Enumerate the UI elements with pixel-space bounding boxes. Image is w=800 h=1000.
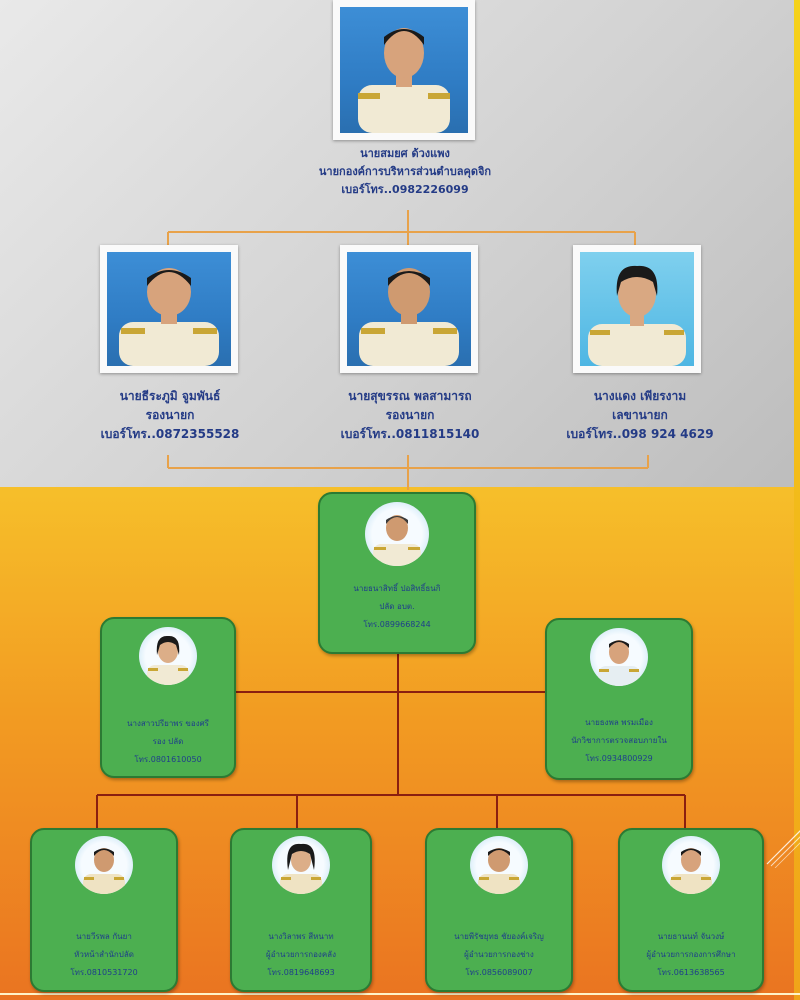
staff-head-title: ปลัด อบต. [379,602,415,611]
deputy2-caption: นายสุขรรณ พลสามารถ รองนายก เบอร์โทร..081… [300,390,520,440]
secretary-photo [573,245,701,373]
top-executive-title: นายกองค์การบริหารส่วนตำบลคุดจิก [318,165,492,178]
person-silhouette-icon [119,268,219,366]
person-silhouette-icon [670,848,712,894]
staff-head-text: นายธนาสิทธิ์ ปอสิทธิ์ธนกิ ปลัด อบต. โทร.… [320,580,474,634]
top-executive-phone: เบอร์โทร..0982226099 [341,183,469,196]
auditor-card: นายธงพล พรมเมือง นักวิชาการตรวจสอบภายใน … [545,618,693,780]
photo-background [107,252,231,366]
person-silhouette-icon [478,848,520,894]
deputy2-title: รองนายก [385,408,435,422]
executive-connectors [167,210,649,490]
public-works-director-title: ผู้อำนวยการกองช่าง [464,950,534,959]
deputy1-name: นายธีระภูมิ จูมพันธ์ [119,389,221,403]
secretary-title: เลขานายก [612,408,668,422]
deputy2-photo [340,245,478,373]
deputy-clerk-phone: โทร.0801610050 [134,755,202,764]
finance-director-avatar [272,836,330,894]
deputy1-phone: เบอร์โทร..0872355528 [100,427,240,441]
deputy-clerk-avatar [139,627,197,685]
deputy-clerk-title: รอง ปลัด [152,737,184,746]
auditor-phone: โทร.0934800929 [585,754,653,763]
person-silhouette-icon [598,640,640,686]
person-silhouette-icon [373,515,421,566]
deputy-clerk-card: นางสาวปรียาพร ของศรี รอง ปลัด โทร.080161… [100,617,236,778]
person-silhouette-icon [83,848,125,894]
office-head-title: หัวหน้าสำนักปลัด [74,950,134,959]
person-silhouette-icon [588,265,686,366]
finance-director-text: นางวิลาพร สีหนาท ผู้อำนวยการกองคลัง โทร.… [232,928,370,982]
auditor-text: นายธงพล พรมเมือง นักวิชาการตรวจสอบภายใน … [547,714,691,768]
public-works-director-text: นายพีรัชยุทธ ชัยองค์เจริญ ผู้อำนวยการกอง… [427,928,571,982]
office-head-text: นายวีรพล กันยา หัวหน้าสำนักปลัด โทร.0810… [32,928,176,982]
secretary-phone: เบอร์โทร..098 924 4629 [566,427,714,441]
finance-director-title: ผู้อำนวยการกองคลัง [266,950,336,959]
top-executive-photo [333,0,475,140]
person-silhouette-icon [147,635,189,685]
staff-head-phone: โทร.0899668244 [363,620,431,629]
office-head-phone: โทร.0810531720 [70,968,138,977]
top-executive-caption: นายสมยศ ด้วงแพง นายกองค์การบริหารส่วนตำบ… [250,148,560,195]
auditor-name: นายธงพล พรมเมือง [585,718,653,727]
public-works-director-card: นายพีรัชยุทธ ชัยองค์เจริญ ผู้อำนวยการกอง… [425,828,573,992]
staff-connectors [96,652,686,828]
office-head-avatar [75,836,133,894]
public-works-director-avatar [470,836,528,894]
deputy2-phone: เบอร์โทร..0811815140 [340,427,480,441]
deputy1-photo [100,245,238,373]
education-director-name: นายธานนท์ จันวงษ์ [657,932,725,941]
education-director-title: ผู้อำนวยการกองการศึกษา [646,950,736,959]
finance-director-name: นางวิลาพร สีหนาท [268,932,334,941]
auditor-avatar [590,628,648,686]
education-director-text: นายธานนท์ จันวงษ์ ผู้อำนวยการกองการศึกษา… [620,928,762,982]
deputy-clerk-text: นางสาวปรียาพร ของศรี รอง ปลัด โทร.080161… [102,715,234,769]
education-director-avatar [662,836,720,894]
photo-background [580,252,694,366]
public-works-director-name: นายพีรัชยุทธ ชัยองค์เจริญ [454,932,544,941]
office-head-name: นายวีรพล กันยา [76,932,132,941]
deputy1-caption: นายธีระภูมิ จูมพันธ์ รองนายก เบอร์โทร..0… [60,390,280,440]
public-works-director-phone: โทร.0856089007 [465,968,533,977]
auditor-title: นักวิชาการตรวจสอบภายใน [571,736,667,745]
education-director-phone: โทร.0613638565 [657,968,725,977]
photo-background [340,7,468,133]
secretary-caption: นางแดง เพียรงาม เลขานายก เบอร์โทร..098 9… [535,390,745,440]
deputy-clerk-name: นางสาวปรียาพร ของศรี [127,719,209,728]
staff-head-avatar [365,502,429,566]
person-silhouette-icon [280,843,322,894]
person-silhouette-icon [358,28,450,133]
top-executive-name: นายสมยศ ด้วงแพง [360,147,450,160]
deputy2-name: นายสุขรรณ พลสามารถ [348,389,472,403]
office-head-card: นายวีรพล กันยา หัวหน้าสำนักปลัด โทร.0810… [30,828,178,992]
staff-head-name: นายธนาสิทธิ์ ปอสิทธิ์ธนกิ [353,584,441,593]
finance-director-phone: โทร.0819648693 [267,968,335,977]
right-edge-stripe [794,0,800,1000]
education-director-card: นายธานนท์ จันวงษ์ ผู้อำนวยการกองการศึกษา… [618,828,764,992]
secretary-name: นางแดง เพียรงาม [593,389,687,403]
bottom-divider [0,993,800,995]
person-silhouette-icon [359,268,459,366]
deputy1-title: รองนายก [145,408,195,422]
finance-director-card: นางวิลาพร สีหนาท ผู้อำนวยการกองคลัง โทร.… [230,828,372,992]
staff-head-card: นายธนาสิทธิ์ ปอสิทธิ์ธนกิ ปลัด อบต. โทร.… [318,492,476,654]
photo-background [347,252,471,366]
corner-decoration [766,830,800,868]
